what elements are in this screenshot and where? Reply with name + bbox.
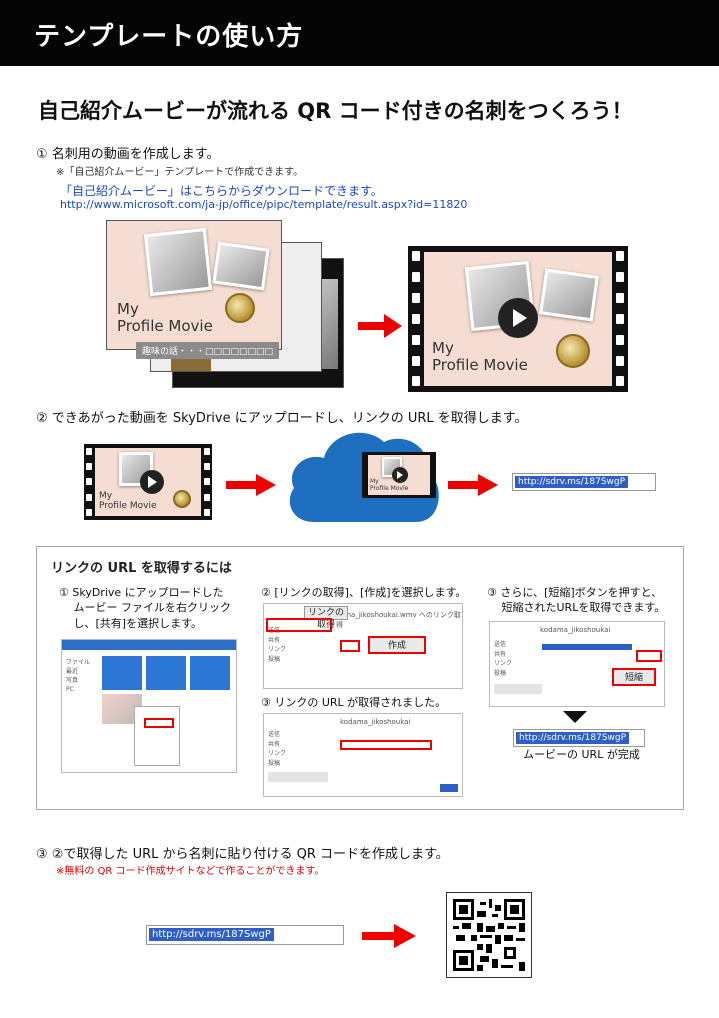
short-url-box[interactable]: http://sdrv.ms/187SwgP (512, 473, 656, 491)
panel-substep-4: ③ さらに、[短縮]ボタンを押すと、 短縮されたURLを取得できます。 (487, 586, 666, 615)
shorten-small-highlight (636, 650, 662, 662)
page-title: テンプレートの使い方 (34, 22, 304, 52)
dialog-user-name-2: kodama_jikoshoukai (540, 626, 611, 634)
step3-note: ※無料の QR コード作成サイトなどで作ることができます。 (56, 866, 325, 877)
slide-front: My Profile Movie (106, 220, 282, 350)
shorten-button[interactable]: 短縮 (612, 668, 656, 686)
qr-source-url-box[interactable]: http://sdrv.ms/187SwgP (146, 925, 344, 945)
arrow-right-icon (358, 314, 402, 338)
download-text: 「自己紹介ムービー」はこちらからダウンロードできます。 (60, 184, 383, 198)
tulip-photo (212, 241, 270, 291)
panel-substep-1: ① SkyDrive にアップロードした ムービー ファイルを右クリック し、[… (59, 586, 231, 630)
get-link-screenshot: kama_jikoshoukai.wmv へのリンク取得 送信共有リンク投稿 リ… (263, 603, 463, 689)
dialog-user-name: kodama_jikoshoukai (340, 718, 411, 726)
headline: 自己紹介ムービーが流れる QR コード付きの名刺をつくろう！ (38, 99, 633, 123)
panel-substep-2: ② [リンクの取得]、[作成]を選択します。 (261, 586, 467, 599)
share-menu-highlight (144, 718, 174, 728)
slide-title-line1: My (117, 300, 139, 318)
film-title-line2: Profile Movie (370, 484, 409, 492)
panel-short-url-box[interactable]: http://sdrv.ms/187SwgP (513, 729, 645, 747)
step2-text: ② できあがった動画を SkyDrive にアップロードし、リンクの URL を… (36, 411, 528, 426)
film-title-line1: My (99, 491, 113, 501)
video-film-small: My Profile Movie (84, 444, 212, 520)
step1-text: ① 名刺用の動画を作成します。 (36, 147, 220, 162)
dialog-file-title: kama_jikoshoukai.wmv へのリンク取得 (336, 611, 461, 629)
play-icon[interactable] (140, 470, 164, 494)
pocket-watch (173, 490, 191, 508)
tulip-photo (539, 268, 599, 322)
slide-caption: 趣味の話・・・□□□□□□□□ (136, 342, 280, 359)
film-title-line2: Profile Movie (432, 355, 528, 374)
slide-title-line2: Profile Movie (117, 316, 213, 335)
short-url-text: http://sdrv.ms/187SwgP (515, 476, 629, 488)
template-url-link[interactable]: http://www.microsoft.com/ja-jp/office/pi… (60, 198, 468, 211)
pocket-watch (556, 334, 590, 368)
play-icon[interactable] (498, 298, 538, 338)
qr-source-url-text: http://sdrv.ms/187SwgP (149, 928, 274, 941)
get-link-highlight (266, 618, 332, 632)
panel-substep-3: ③ リンクの URL が取得されました。 (261, 696, 447, 709)
link-obtained-screenshot: kodama_jikoshoukai 送信共有リンク投稿 (263, 713, 463, 797)
film-title-line1: My (370, 478, 379, 485)
step3-text: ③ ②で取得した URL から名刺に貼り付ける QR コードを作成します。 (36, 847, 449, 862)
film-title-line1: My (432, 339, 454, 357)
video-film-large: My Profile Movie (408, 246, 628, 392)
portrait-photo (143, 227, 213, 297)
page-header: テンプレートの使い方 (0, 0, 719, 66)
instructions-panel: リンクの URL を取得するには ① SkyDrive にアップロードした ムー… (36, 546, 684, 810)
shorten-screenshot: kodama_jikoshoukai 送信共有リンク投稿 短縮 (489, 621, 665, 707)
arrow-right-icon (448, 474, 498, 496)
film-title-line2: Profile Movie (99, 500, 157, 511)
pocket-watch (225, 293, 255, 323)
arrow-down-icon (563, 711, 587, 723)
step1-note: ※「自己紹介ムービー」テンプレートで作成できます。 (56, 167, 304, 178)
video-film-tiny: My Profile Movie (362, 452, 436, 498)
link-url-highlight (340, 740, 432, 750)
play-icon[interactable] (392, 467, 408, 483)
arrow-right-icon (226, 474, 276, 496)
url-complete-text: ムービーの URL が完成 (523, 748, 640, 761)
create-small-highlight (340, 640, 360, 652)
qr-code (446, 892, 532, 978)
create-button[interactable]: 作成 (368, 636, 426, 654)
qr-code-icon (453, 899, 525, 971)
arrow-right-icon (362, 924, 416, 948)
panel-title: リンクの URL を取得するには (51, 561, 232, 576)
panel-short-url-text: http://sdrv.ms/187SwgP (516, 732, 630, 744)
